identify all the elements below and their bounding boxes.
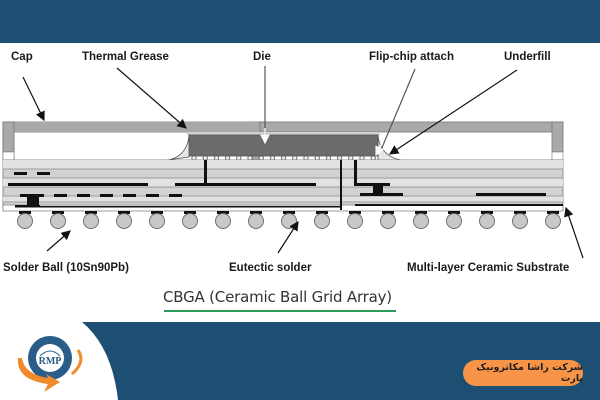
eutectic-solder-pad	[514, 211, 526, 214]
eutectic-solder-pad	[316, 211, 328, 214]
eutectic-solder-pad	[250, 211, 262, 214]
eutectic-solder-pad	[382, 211, 394, 214]
flip-chip-bump	[314, 155, 320, 161]
label-flip-chip-attach: Flip-chip attach	[369, 51, 454, 63]
substrate-arrow	[564, 206, 584, 259]
flip-chip-arrow	[375, 142, 385, 157]
substrate-wiring	[8, 160, 563, 210]
solder-ball	[83, 213, 99, 229]
label-arrows	[22, 66, 584, 259]
solder-ball	[182, 213, 198, 229]
flip-chip-bump	[280, 155, 287, 161]
solder-ball	[314, 213, 330, 229]
label-cap: Cap	[11, 51, 33, 63]
solder-ball	[215, 213, 231, 229]
header-bar	[0, 0, 600, 43]
solder-ball	[281, 213, 297, 229]
solder-ball	[545, 213, 561, 229]
solder-ball	[512, 213, 528, 229]
eutectic-solder-pad	[349, 211, 361, 214]
flip-chip-bump	[348, 155, 354, 161]
logo-gear-icon	[28, 336, 72, 380]
eutectic-solder-pad	[85, 211, 97, 214]
solder-ball	[347, 213, 363, 229]
solder-ball-arrow	[46, 230, 71, 252]
flip-chip-bump	[236, 155, 242, 161]
underfill-arrow	[388, 69, 518, 155]
flip-chip-bump	[303, 155, 309, 161]
label-thermal-grease: Thermal Grease	[82, 51, 169, 63]
eutectic-solder-pad	[52, 211, 64, 214]
cbga-diagram: Cap Thermal Grease Die Flip-chip attach …	[0, 43, 600, 323]
cbga-cross-section	[2, 66, 584, 259]
thermal-grease	[187, 132, 380, 135]
solder-balls	[17, 211, 561, 229]
label-eutectic-solder: Eutectic solder	[229, 262, 312, 274]
eutectic-solder-pad	[283, 211, 295, 214]
eutectic-solder-pad	[19, 211, 31, 214]
diagram-caption: CBGA (Ceramic Ball Grid Array)	[163, 288, 392, 306]
flip-chip-bump	[191, 155, 197, 161]
flip-chip-bump	[202, 155, 208, 161]
label-substrate: Multi-layer Ceramic Substrate	[407, 262, 570, 274]
solder-ball	[479, 213, 495, 229]
flip-chip-bump	[269, 155, 275, 161]
solder-ball	[248, 213, 264, 229]
underfill-right	[377, 134, 409, 162]
flip-chip-bump	[292, 155, 298, 161]
underfill-left	[159, 134, 190, 162]
cap-arrow	[22, 76, 45, 122]
flip-chip-bump	[258, 155, 264, 161]
die	[188, 134, 379, 157]
eutectic-solder-pad	[151, 211, 163, 214]
label-underfill: Underfill	[504, 51, 551, 63]
flip-chip-bump	[325, 155, 331, 161]
solder-ball	[17, 213, 33, 229]
flip-chip-bump	[225, 155, 231, 161]
eutectic-solder-pad	[448, 211, 460, 214]
eutectic-solder-pad	[415, 211, 427, 214]
eutectic-solder-pad	[547, 211, 559, 214]
label-solder-ball: Solder Ball (10Sn90Pb)	[3, 262, 129, 274]
solder-ball	[380, 213, 396, 229]
thermal-grease-arrow	[116, 67, 187, 129]
rmp-logo[interactable]: RMP	[10, 328, 90, 394]
eutectic-solder-pad	[217, 211, 229, 214]
logo-swoosh-icon	[17, 358, 60, 392]
flip-chip-bump	[247, 155, 253, 161]
eutectic-solder-pad	[184, 211, 196, 214]
caption-underline	[164, 310, 396, 312]
eutectic-solder-pad	[481, 211, 493, 214]
company-name-badge[interactable]: شرکت راشا مکاترونیک پارت	[463, 360, 583, 386]
solder-ball	[446, 213, 462, 229]
flip-chip-bump	[336, 155, 343, 161]
flip-chip-bump	[213, 155, 219, 161]
logo-text: RMP	[39, 356, 62, 367]
eutectic-solder-pad	[118, 211, 130, 214]
solder-ball	[149, 213, 165, 229]
eutectic-solder-arrow	[277, 220, 299, 254]
flip-chip-bumps	[191, 155, 376, 161]
label-die: Die	[253, 51, 271, 63]
solder-ball	[50, 213, 66, 229]
solder-ball	[116, 213, 132, 229]
solder-ball	[413, 213, 429, 229]
flip-chip-bump	[359, 155, 365, 161]
flip-chip-line	[380, 68, 416, 151]
flip-chip-bump	[370, 155, 376, 161]
